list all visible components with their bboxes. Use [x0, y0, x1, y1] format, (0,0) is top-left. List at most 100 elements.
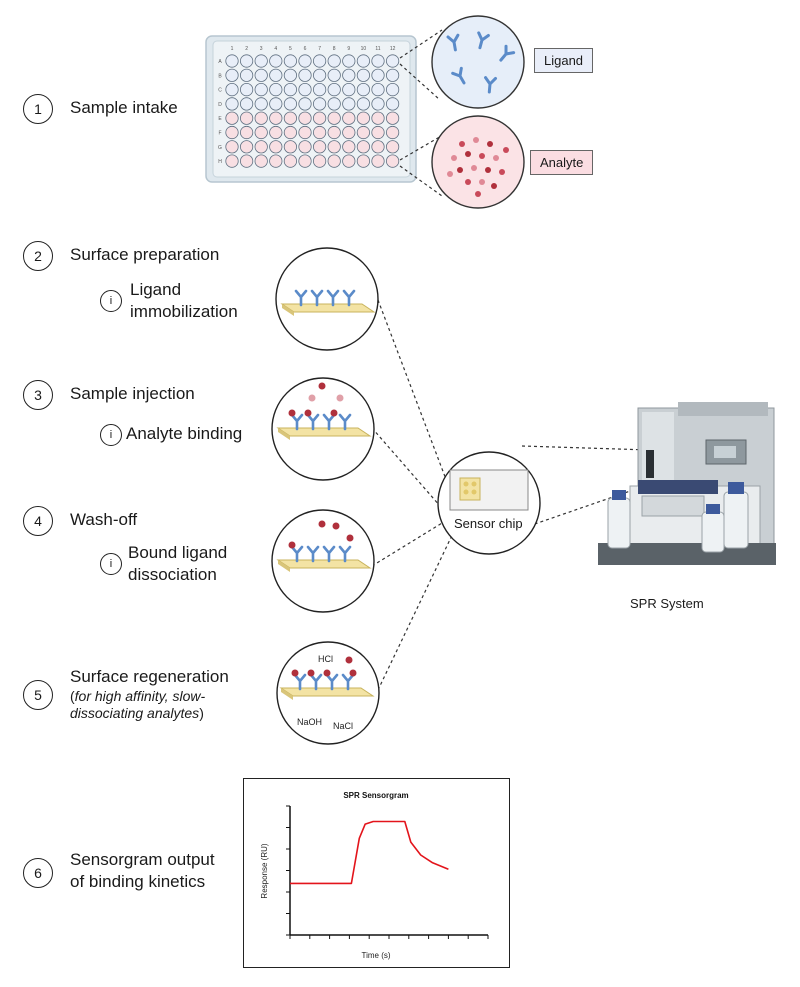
- plate-well: [342, 68, 356, 82]
- plate-well: [298, 111, 312, 125]
- ligand-label: Ligand: [534, 48, 594, 73]
- plate-well: [327, 68, 341, 82]
- plate-well: [225, 140, 239, 154]
- plate-well: [225, 82, 239, 97]
- plate-well: [327, 140, 341, 154]
- chart-xlabel: Time (s): [361, 951, 390, 960]
- plate-well: [371, 125, 385, 140]
- step-6-title-line2: of binding kinetics: [70, 872, 206, 891]
- plate-well: [356, 54, 370, 68]
- plate-well: [313, 82, 327, 97]
- plate-well: [239, 82, 254, 97]
- plate-well: [269, 111, 283, 125]
- surface-regeneration-view: HCl NaOH NaCl: [276, 641, 380, 745]
- plate-well: [298, 140, 312, 154]
- step-5-title: Surface regeneration: [70, 667, 229, 686]
- spr-system-label: SPR System: [630, 596, 704, 611]
- plate-well: [254, 97, 268, 111]
- step-4-subtitle: Bound ligand dissociation: [128, 542, 227, 586]
- plate-well: [269, 54, 283, 68]
- plate-col-label: 7: [318, 46, 321, 52]
- plate-well: [283, 111, 298, 125]
- plate-well: [298, 82, 312, 97]
- plate-well: [386, 82, 400, 97]
- plate-well: [269, 82, 283, 97]
- ligand-magnified-view: [431, 15, 525, 109]
- plate-well: [269, 140, 283, 154]
- plate-well: [254, 125, 268, 140]
- chart-title: SPR Sensorgram: [343, 791, 408, 800]
- plate-well: [254, 111, 268, 125]
- plate-well: [386, 54, 400, 68]
- plate-well: [342, 140, 356, 154]
- chart-ylabel: Response (RU): [260, 843, 269, 898]
- plate-well: [239, 140, 254, 154]
- plate-well: [254, 68, 268, 82]
- plate-well: [342, 125, 356, 140]
- step-1-number: 1: [23, 94, 53, 124]
- plate-well: [298, 68, 312, 82]
- plate-well: [313, 97, 327, 111]
- plate-well: [371, 111, 385, 125]
- plate-well: [342, 54, 356, 68]
- plate-well: [386, 154, 400, 168]
- sensor-chip-view: [437, 451, 541, 555]
- plate-col-label: 6: [304, 46, 307, 52]
- plate-well: [225, 68, 239, 82]
- step-6-number: 6: [23, 858, 53, 888]
- plate-col-label: 4: [274, 46, 277, 52]
- plate-col-label: 2: [245, 46, 248, 52]
- spr-system-instrument: [598, 402, 776, 565]
- plate-well: [239, 125, 254, 140]
- step-4-title: Wash-off: [70, 510, 138, 529]
- step-5-number: 5: [23, 680, 53, 710]
- plate-well: [269, 125, 283, 140]
- plate-well: [225, 154, 239, 168]
- wash-off-view: [271, 509, 375, 613]
- plate-well: [371, 54, 385, 68]
- plate-col-label: 3: [260, 46, 263, 52]
- plate-well: [313, 68, 327, 82]
- step-1-title: Sample intake: [70, 98, 178, 117]
- plate-well: [313, 111, 327, 125]
- plate-well: [386, 125, 400, 140]
- step-4-number: 4: [23, 506, 53, 536]
- plate-well: [342, 97, 356, 111]
- plate-col-label: 1: [231, 46, 234, 52]
- plate-well: [327, 97, 341, 111]
- plate-well: [356, 154, 370, 168]
- step-2-number: 2: [23, 241, 53, 271]
- plate-col-label: 9: [347, 46, 350, 52]
- step-2-title: Surface preparation: [70, 245, 220, 264]
- plate-well: [386, 97, 400, 111]
- plate-well: [356, 125, 370, 140]
- plate-well: [239, 154, 254, 168]
- plate-well: [283, 54, 298, 68]
- plate-col-label: 11: [375, 46, 380, 52]
- plate-well: [254, 154, 268, 168]
- note-line1: for high affinity, slow-: [74, 688, 206, 704]
- plate-well: [327, 125, 341, 140]
- plate-well: [371, 97, 385, 111]
- step-4-info-icon: i: [100, 553, 122, 575]
- note-close-paren: ): [199, 705, 204, 721]
- plate-well: [298, 54, 312, 68]
- plate-well: [283, 82, 298, 97]
- plate-well: [356, 111, 370, 125]
- step-3-title: Sample injection: [70, 384, 195, 403]
- step-3-number: 3: [23, 380, 53, 410]
- plate-well: [371, 140, 385, 154]
- step-3-info-icon: i: [100, 424, 122, 446]
- step-3-subtitle: Analyte binding: [126, 423, 242, 445]
- chart-series: [290, 820, 449, 885]
- analyte-label: Analyte: [530, 150, 594, 175]
- plate-well: [356, 68, 370, 82]
- plate-well: [269, 97, 283, 111]
- plate-well: [313, 140, 327, 154]
- step-6-title-line1: Sensorgram output: [70, 850, 215, 869]
- plate-row-label: F: [218, 131, 221, 137]
- plate-well: [327, 82, 341, 97]
- plate-col-label: 8: [333, 46, 336, 52]
- plate-well: [283, 154, 298, 168]
